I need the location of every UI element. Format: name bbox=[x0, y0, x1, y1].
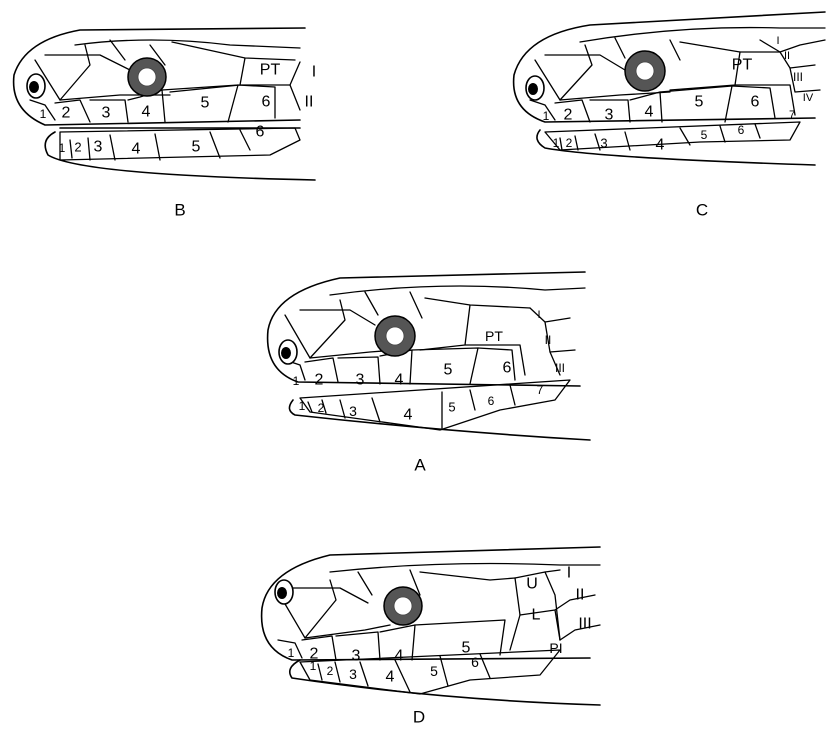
nostril bbox=[526, 76, 544, 100]
eye bbox=[384, 587, 422, 625]
temporal-iii: III bbox=[793, 70, 803, 84]
lower-labial-4: 4 bbox=[404, 407, 413, 424]
lower-labial-1: 1 bbox=[299, 399, 306, 413]
panel-c: 1 2 3 4 5 6 7 1 2 3 4 5 6 PT I II III IV… bbox=[514, 12, 825, 220]
lower-labial-6: 6 bbox=[488, 394, 495, 408]
lower-labial-6: 6 bbox=[471, 654, 479, 670]
lower-labial-1: 1 bbox=[553, 136, 560, 150]
lower-labial-2: 2 bbox=[74, 140, 81, 155]
lower-labial-4: 4 bbox=[386, 669, 395, 686]
temporal-i: I bbox=[537, 309, 540, 321]
temporal-iv: IV bbox=[803, 92, 814, 104]
eye bbox=[128, 58, 166, 96]
head-outline bbox=[262, 547, 600, 705]
upper-labial-1: 1 bbox=[543, 109, 550, 123]
upper-labial-5: 5 bbox=[695, 94, 704, 111]
lower-labial-1: 1 bbox=[59, 141, 66, 155]
upper-labial-5: 5 bbox=[444, 362, 453, 379]
temporal-i: I bbox=[312, 64, 316, 81]
lower-labial-3: 3 bbox=[94, 139, 103, 156]
nostril bbox=[279, 340, 297, 364]
postocular-u: U bbox=[526, 576, 538, 593]
postocular-pt: PT bbox=[732, 57, 753, 74]
upper-labial-6: 6 bbox=[262, 94, 271, 111]
upper-labial-2: 2 bbox=[315, 372, 324, 389]
upper-labial-5: 5 bbox=[462, 640, 471, 657]
temporal-ii: II bbox=[305, 94, 314, 111]
scale-lines bbox=[30, 40, 300, 160]
upper-labial-4: 4 bbox=[395, 372, 404, 389]
lower-labial-6: 6 bbox=[256, 124, 265, 141]
postocular-pt: PT bbox=[260, 62, 281, 79]
lower-labial-3: 3 bbox=[349, 666, 357, 682]
lower-labial-2: 2 bbox=[566, 136, 573, 150]
temporal-i: I bbox=[567, 565, 571, 582]
upper-labial-2: 2 bbox=[564, 107, 573, 124]
head-outline bbox=[268, 272, 590, 440]
upper-labial-1: 1 bbox=[40, 107, 47, 121]
panel-caption-d: D bbox=[413, 708, 425, 727]
temporal-ii: II bbox=[545, 333, 552, 347]
lower-labial-5: 5 bbox=[430, 663, 438, 679]
upper-labial-4: 4 bbox=[142, 104, 151, 121]
scale-lines bbox=[285, 286, 585, 428]
upper-labial-4: 4 bbox=[645, 104, 654, 121]
nostril bbox=[275, 580, 293, 604]
eye bbox=[625, 51, 665, 91]
panel-caption-c: C bbox=[696, 201, 708, 220]
eye bbox=[375, 316, 415, 356]
nostril bbox=[27, 74, 45, 98]
scale-lines bbox=[530, 28, 825, 150]
panel-a: 1 2 3 4 5 6 7 1 2 3 4 5 6 PT I II III A bbox=[268, 272, 590, 475]
upper-labial-3: 3 bbox=[356, 372, 365, 389]
lower-labial-3: 3 bbox=[600, 136, 607, 151]
upper-labial-1: 1 bbox=[293, 374, 300, 388]
temporal-ii: II bbox=[576, 587, 585, 604]
panel-d: 1 2 3 4 5 1 2 3 4 5 6 U L PI I II III D bbox=[262, 547, 600, 727]
lower-labial-6: 6 bbox=[738, 123, 745, 137]
lower-labial-4: 4 bbox=[656, 137, 665, 154]
upper-labial-3: 3 bbox=[352, 648, 361, 665]
panel-b: 1 2 3 4 5 6 1 2 3 4 5 6 PT I II B bbox=[14, 28, 317, 220]
panel-caption-b: B bbox=[174, 201, 185, 220]
lower-labial-2: 2 bbox=[318, 401, 325, 415]
upper-labial-1: 1 bbox=[288, 646, 295, 660]
postocular-pt: PT bbox=[485, 328, 503, 344]
upper-labial-4: 4 bbox=[395, 648, 404, 665]
upper-labial-6: 6 bbox=[751, 94, 760, 111]
lower-labial-2: 2 bbox=[327, 664, 334, 678]
upper-labial-7: 7 bbox=[537, 383, 544, 397]
temporal-iii: III bbox=[555, 361, 565, 375]
upper-labial-6: 6 bbox=[503, 360, 512, 377]
upper-labial-2: 2 bbox=[62, 105, 71, 122]
postocular-pi: PI bbox=[549, 640, 562, 656]
temporal-ii: II bbox=[784, 50, 790, 62]
lower-labial-5: 5 bbox=[701, 128, 708, 142]
lower-labial-1: 1 bbox=[310, 659, 317, 673]
temporal-iii: III bbox=[578, 616, 591, 633]
upper-labial-7: 7 bbox=[789, 109, 795, 121]
lower-labial-5: 5 bbox=[448, 400, 455, 415]
postocular-l: L bbox=[532, 607, 541, 624]
upper-labial-3: 3 bbox=[102, 105, 111, 122]
lower-labial-5: 5 bbox=[192, 139, 201, 156]
lower-labial-4: 4 bbox=[132, 141, 141, 158]
lower-labial-3: 3 bbox=[349, 403, 357, 419]
panel-caption-a: A bbox=[414, 456, 426, 475]
upper-labial-5: 5 bbox=[201, 95, 210, 112]
temporal-i: I bbox=[776, 35, 779, 47]
upper-labial-3: 3 bbox=[605, 107, 614, 124]
